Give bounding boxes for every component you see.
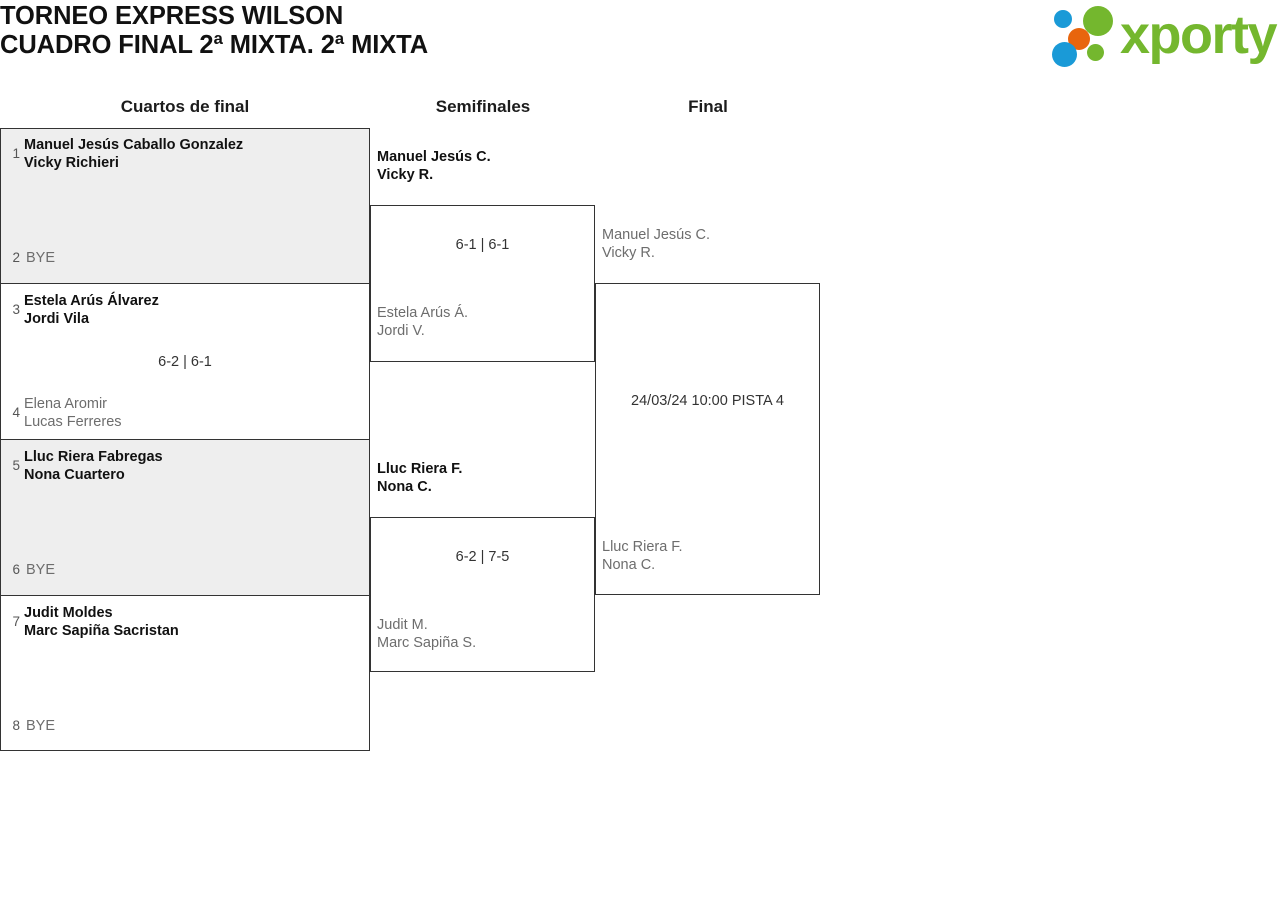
entrant-qf4-top[interactable]: 7 Judit Moldes Marc Sapiña Sacristan: [0, 604, 179, 640]
match-score-sf2: 6-2 | 7-5: [455, 549, 510, 565]
entrant-qf4-bottom[interactable]: 8 BYE: [0, 717, 55, 735]
seed-number: 4: [12, 405, 20, 420]
round-header-quarterfinals: Cuartos de final: [120, 97, 250, 116]
logo-dot-green-large-icon: [1083, 6, 1113, 36]
seed-number: 5: [12, 458, 20, 473]
page-title: TORNEO EXPRESS WILSON CUADRO FINAL 2ª MI…: [0, 0, 900, 60]
player-name: Estela Arús Álvarez: [24, 293, 159, 309]
entrant-final-top[interactable]: Manuel Jesús C. Vicky R.: [602, 226, 710, 262]
player-name: Vicky R.: [377, 167, 434, 183]
player-name: Nona C.: [377, 479, 432, 495]
match-schedule-final: 24/03/24 10:00 PISTA 4: [631, 393, 784, 409]
entrant-qf2-bottom[interactable]: 4 Elena Aromir Lucas Ferreres: [0, 395, 122, 431]
logo-dot-blue-small-icon: [1054, 10, 1072, 28]
logo-dot-green-small-icon: [1087, 44, 1104, 61]
player-name: Elena Aromir: [24, 396, 108, 412]
entrant-qf1-bottom[interactable]: 2 BYE: [0, 249, 55, 267]
entrant-final-bottom[interactable]: Lluc Riera F. Nona C.: [602, 538, 683, 574]
match-block-qf3[interactable]: [0, 440, 370, 596]
player-name: Jordi V.: [377, 323, 425, 339]
logo-dot-blue-large-icon: [1052, 42, 1077, 67]
match-block-sf1[interactable]: [370, 205, 595, 362]
round-header-semifinals: Semifinales: [435, 97, 531, 116]
match-score-qf2: 6-2 | 6-1: [158, 354, 212, 370]
player-name: Manuel Jesús C.: [377, 149, 491, 165]
entrant-sf2-bottom[interactable]: Judit M. Marc Sapiña S.: [377, 616, 476, 652]
logo-wordmark: xporty: [1120, 5, 1278, 65]
match-score-sf1: 6-1 | 6-1: [455, 237, 510, 253]
bracket-subtitle: CUADRO FINAL 2ª MIXTA. 2ª MIXTA: [0, 31, 429, 59]
player-name: Estela Arús Á.: [377, 305, 469, 321]
player-name: Judit M.: [377, 617, 428, 633]
seed-number: 8: [12, 718, 20, 733]
entrant-sf1-top[interactable]: Manuel Jesús C. Vicky R.: [377, 148, 491, 184]
player-name: Jordi Vila: [24, 311, 90, 327]
seed-number: 1: [12, 146, 20, 161]
entrant-sf2-top[interactable]: Lluc Riera F. Nona C.: [377, 460, 462, 496]
player-name: Nona Cuartero: [24, 467, 125, 483]
match-block-final[interactable]: [595, 283, 820, 595]
player-name: Marc Sapiña S.: [377, 635, 477, 651]
tournament-name: TORNEO EXPRESS WILSON: [0, 2, 344, 30]
player-name: Lluc Riera Fabregas: [24, 449, 163, 465]
entrant-qf3-top[interactable]: 5 Lluc Riera Fabregas Nona Cuartero: [0, 448, 163, 484]
player-name: Manuel Jesús C.: [602, 227, 710, 243]
player-name: BYE: [26, 718, 56, 734]
player-name: BYE: [26, 250, 56, 266]
logo-dots-icon: [1050, 4, 1126, 68]
round-header-final: Final: [688, 97, 728, 116]
player-name: BYE: [26, 562, 56, 578]
seed-number: 6: [12, 562, 20, 577]
player-name: Vicky Richieri: [24, 155, 119, 171]
match-block-qf1[interactable]: [0, 128, 370, 284]
seed-number: 7: [12, 614, 20, 629]
player-name: Lluc Riera F.: [377, 461, 463, 477]
seed-number: 3: [12, 302, 20, 317]
match-block-qf4[interactable]: [0, 596, 370, 751]
player-name: Manuel Jesús Caballo Gonzalez: [24, 137, 244, 153]
player-name: Lucas Ferreres: [24, 414, 122, 430]
player-name: Judit Moldes: [24, 605, 113, 621]
player-name: Lluc Riera F.: [602, 539, 683, 555]
entrant-sf1-bottom[interactable]: Estela Arús Á. Jordi V.: [377, 304, 468, 340]
player-name: Nona C.: [602, 557, 656, 573]
player-name: Marc Sapiña Sacristan: [24, 623, 179, 639]
logo-dot-orange-icon: [1068, 28, 1090, 50]
seed-number: 2: [12, 250, 20, 265]
entrant-qf2-top[interactable]: 3 Estela Arús Álvarez Jordi Vila: [0, 292, 159, 328]
player-name: Vicky R.: [602, 245, 655, 261]
match-block-qf2[interactable]: [0, 284, 370, 440]
match-block-sf2[interactable]: [370, 517, 595, 672]
xporty-logo: xporty: [1050, 4, 1278, 68]
entrant-qf3-bottom[interactable]: 6 BYE: [0, 561, 55, 579]
entrant-qf1-top[interactable]: 1 Manuel Jesús Caballo Gonzalez Vicky Ri…: [0, 136, 243, 172]
